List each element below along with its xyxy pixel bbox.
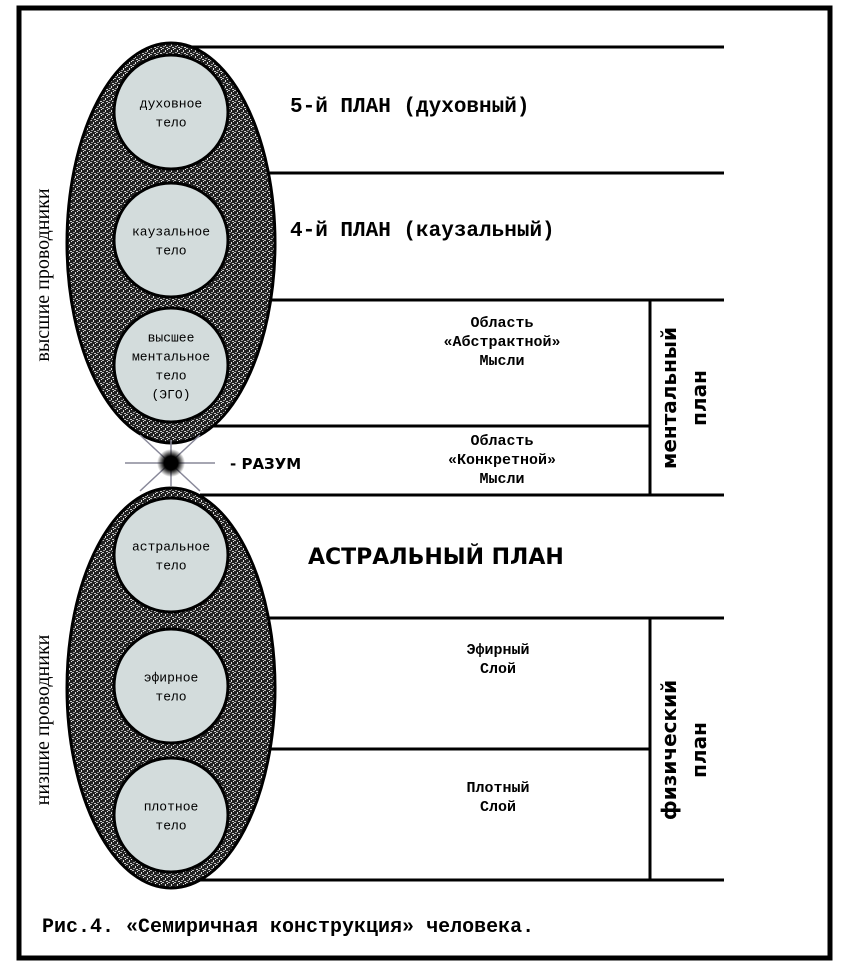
plane-mental-label: ментальный — [657, 327, 681, 469]
body-higher-mental: высшее ментальное тело (ЭГО) — [112, 306, 230, 424]
plane-physical-label: физический — [657, 680, 681, 820]
body-label: астральное — [132, 540, 210, 555]
body-circle — [112, 496, 230, 614]
body-label: тело — [155, 116, 186, 131]
plane-concrete-line: Область — [470, 433, 533, 450]
body-label: (ЭГО) — [151, 388, 190, 403]
plane-abstract-line: Мысли — [479, 353, 524, 370]
body-label: высшее — [148, 331, 195, 346]
body-label: тело — [155, 690, 186, 705]
caption: Рис.4. «Семиричная конструкция» человека… — [42, 916, 534, 939]
plane-etheric-line: Слой — [480, 661, 516, 678]
upper-label: высшие проводники — [32, 188, 54, 361]
bodies: духовное тело каузальное тело высшее ментальн… — [112, 53, 230, 874]
body-spiritual: духовное тело — [112, 53, 230, 171]
body-label: эфирное — [144, 671, 199, 686]
plane-etheric-line: Эфирный — [466, 642, 529, 659]
body-label: тело — [155, 244, 186, 259]
body-label: тело — [155, 369, 186, 384]
body-label: тело — [155, 819, 186, 834]
body-causal: каузальное тело — [112, 181, 230, 299]
frame — [16, 5, 833, 961]
body-etheric: эфирное тело — [112, 627, 230, 745]
body-label: плотное — [144, 800, 199, 815]
body-circle — [112, 181, 230, 299]
body-label: тело — [155, 559, 186, 574]
plane-astral: АСТРАЛЬНЫЙ ПЛАН — [308, 544, 564, 570]
plane-dense-line: Слой — [480, 799, 516, 816]
plane-abstract-line: «Абстрактной» — [443, 334, 560, 351]
body-label: духовное — [140, 97, 202, 112]
body-circle — [112, 53, 230, 171]
lower-label: низшие проводники — [32, 634, 54, 805]
plane-mental-label: план — [687, 370, 711, 426]
plane-concrete-line: Мысли — [479, 471, 524, 488]
mind-star — [125, 434, 215, 492]
body-label: ментальное — [132, 350, 210, 365]
body-astral: астральное тело — [112, 496, 230, 614]
body-circle — [112, 756, 230, 874]
plane-abstract-line: Область — [470, 315, 533, 332]
mind-label: - РАЗУМ — [230, 455, 301, 473]
plane-dense-line: Плотный — [466, 780, 529, 797]
plane-concrete-line: «Конкретной» — [448, 452, 556, 469]
plane-5: 5-й ПЛАН (духовный) — [290, 96, 529, 119]
plane-lines — [190, 45, 724, 882]
plane-physical-label: план — [687, 722, 711, 778]
body-circle — [112, 627, 230, 745]
body-dense: плотное тело — [112, 756, 230, 874]
plane-4: 4-й ПЛАН (каузальный) — [290, 220, 555, 243]
body-label: каузальное — [132, 225, 210, 240]
body-circle — [112, 306, 230, 424]
